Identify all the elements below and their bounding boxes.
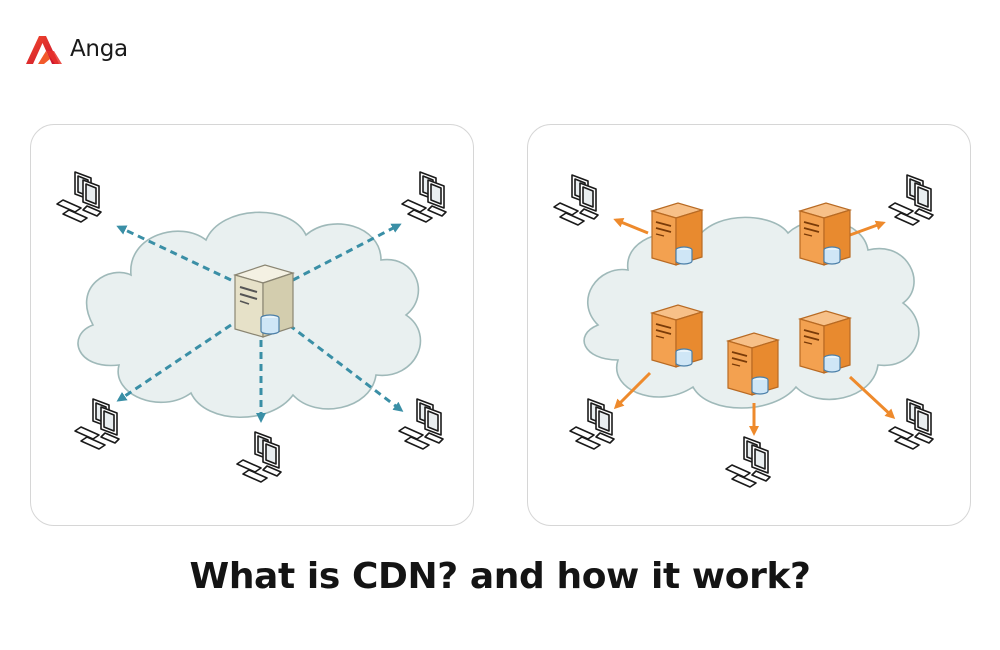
brand-logo[interactable]: Anga (24, 32, 128, 66)
page-title: What is CDN? and how it work? (189, 556, 811, 597)
arrow-icon (613, 218, 896, 436)
single-server-diagram (30, 124, 474, 526)
single-server-svg (56, 171, 447, 483)
workstation-icon (236, 431, 282, 483)
cdn-diagram (527, 124, 971, 526)
workstation-icon (569, 398, 615, 450)
server-icon (232, 264, 296, 338)
workstation-icon (401, 171, 447, 223)
workstation-icon (888, 398, 934, 450)
server-icon (799, 202, 851, 266)
workstation-icon (398, 398, 444, 450)
workstation-icon (888, 174, 934, 226)
workstation-icon (74, 398, 120, 450)
workstation-icon (553, 174, 599, 226)
server-icon (799, 310, 851, 374)
cdn-svg (553, 174, 934, 488)
logo-icon (26, 36, 62, 64)
arrow-icon (116, 223, 404, 423)
workstation-icon (725, 436, 771, 488)
workstation-icon (56, 171, 102, 223)
server-icon (651, 202, 703, 266)
server-icon (651, 304, 703, 368)
brand-name: Anga (70, 35, 128, 62)
server-icon (727, 332, 779, 396)
